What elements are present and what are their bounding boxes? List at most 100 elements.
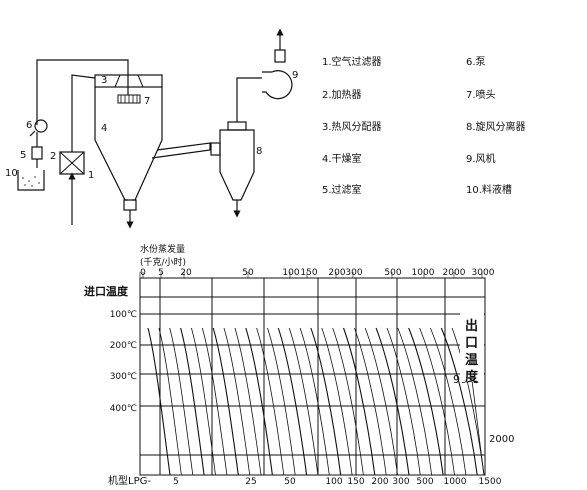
- legend-name: 热风分配器: [331, 122, 382, 133]
- top-tick-200: 200: [328, 268, 345, 278]
- legend-num: 8.: [466, 122, 476, 133]
- left-tick-400: 400℃: [110, 404, 137, 414]
- bottom-tick-100: 100: [325, 477, 342, 487]
- small-filter: [31, 146, 43, 160]
- fan-icon: [262, 28, 293, 100]
- diagram-label-10: 10: [5, 168, 18, 179]
- top-tick-2000: 2000: [443, 268, 466, 278]
- bottom-tick-1500: 1500: [479, 477, 502, 487]
- process-diagram: [17, 28, 293, 229]
- diagram-label-9: 9: [292, 70, 298, 81]
- top-tick-100: 100: [282, 268, 299, 278]
- evaporation-curve: [180, 327, 205, 476]
- drying-chamber: [94, 74, 211, 229]
- legend-item-2: 2.加热器: [322, 90, 362, 102]
- evaporation-curve: [212, 327, 239, 476]
- legend-item-6: 6.泵: [466, 57, 486, 69]
- evaporation-curve: [397, 327, 433, 476]
- evaporation-curve: [245, 327, 273, 476]
- heater-box: [59, 151, 85, 225]
- top-tick-1000: 1000: [412, 268, 435, 278]
- legend-item-5: 5.过滤室: [322, 185, 362, 197]
- legend-item-4: 4.干燥室: [322, 154, 362, 166]
- legend-name: 喷头: [475, 90, 496, 101]
- evaporation-curve: [191, 327, 216, 476]
- left-tick-300: 300℃: [110, 372, 137, 382]
- top-tick-300: 300: [345, 268, 362, 278]
- legend-item-3: 3.热风分配器: [322, 122, 382, 134]
- evaporation-curve: [408, 327, 444, 476]
- evaporation-curve: [147, 327, 171, 476]
- diagram-label-7: 7: [144, 96, 150, 107]
- top-tick-3000: 3000: [472, 268, 495, 278]
- evaporation-curve: [342, 327, 376, 476]
- evaporation-curve: [430, 327, 467, 476]
- legend-num: 5.: [322, 185, 332, 196]
- evaporation-curve: [158, 327, 182, 476]
- legend-num: 10.: [466, 185, 482, 196]
- legend-num: 7.: [466, 90, 476, 101]
- legend-item-7: 7.喷头: [466, 90, 496, 102]
- right-axis-char-3: 温: [465, 353, 478, 368]
- legend-name: 加热器: [331, 90, 362, 101]
- bottom-tick-500: 500: [416, 477, 433, 487]
- top-tick-150: 150: [300, 268, 317, 278]
- diagram-label-5: 5: [20, 150, 26, 161]
- diagram-label-8: 8: [256, 146, 262, 157]
- bottom-tick-50: 50: [284, 477, 296, 487]
- right-axis-char-4: 度: [465, 369, 479, 385]
- top-tick-50: 50: [242, 268, 254, 278]
- bottom-tick-200: 200: [371, 477, 388, 487]
- legend-name: 料液槽: [481, 185, 512, 196]
- top-tick-500: 500: [384, 268, 401, 278]
- legend-num: 9.: [466, 154, 476, 165]
- left-tick-100: 100℃: [110, 310, 137, 320]
- legend-num: 3.: [322, 122, 332, 133]
- bottom-tick-25: 25: [245, 477, 256, 487]
- evaporation-curve: [375, 327, 410, 476]
- diagram-label-4: 4: [101, 123, 107, 134]
- left-tick-200: 200℃: [110, 341, 137, 351]
- legend-name: 泵: [475, 57, 486, 68]
- legend-num: 4.: [322, 154, 332, 165]
- evaporation-curve: [419, 327, 455, 476]
- legend-name: 干燥室: [331, 154, 362, 165]
- evaporation-curve: [321, 327, 353, 476]
- right-side-label: 2000: [489, 434, 514, 445]
- diagram-label-6: 6: [26, 120, 32, 131]
- legend-item-10: 10.料液槽: [466, 185, 512, 197]
- top-axis-title: 水份蒸发量: [140, 243, 185, 255]
- legend-num: 1.: [322, 57, 332, 68]
- evaporation-curve: [169, 327, 194, 476]
- evaporation-curve: [277, 327, 308, 476]
- evaporation-curve: [299, 327, 330, 476]
- diagram-label-1: 1: [88, 170, 94, 181]
- top-tick-0: 0: [140, 268, 146, 278]
- top-tick-20: 20: [180, 268, 192, 278]
- diagram-label-3: 3: [101, 75, 107, 86]
- top-tick-5: 5: [158, 268, 164, 278]
- evaporation-curve: [440, 327, 478, 476]
- legend-item-8: 8.旋风分离器: [466, 122, 526, 134]
- bottom-tick-5: 5: [173, 477, 179, 487]
- cyclone-separator: [210, 77, 262, 218]
- left-axis-title: 进口温度: [84, 284, 129, 298]
- evaporation-curve: [223, 327, 251, 476]
- evaporation-curve: [234, 327, 262, 476]
- right-axis-char-1: 出: [465, 318, 478, 334]
- right-axis-char-2: 口: [465, 336, 478, 351]
- evaporation-curve: [256, 327, 285, 476]
- legend-item-1: 1.空气过滤器: [322, 57, 382, 69]
- evaporation-curve: [310, 327, 342, 476]
- legend-num: 6.: [466, 57, 476, 68]
- evaporation-curve: [201, 327, 228, 476]
- legend-name: 空气过滤器: [331, 57, 382, 68]
- evaporation-curves: [147, 327, 485, 476]
- bottom-tick-1000: 1000: [444, 477, 467, 487]
- evaporation-curve: [354, 327, 387, 476]
- bottom-tick-150: 150: [347, 477, 364, 487]
- pump-icon: [34, 119, 48, 133]
- evaporation-curve: [288, 327, 319, 476]
- evaporation-curve: [364, 327, 398, 476]
